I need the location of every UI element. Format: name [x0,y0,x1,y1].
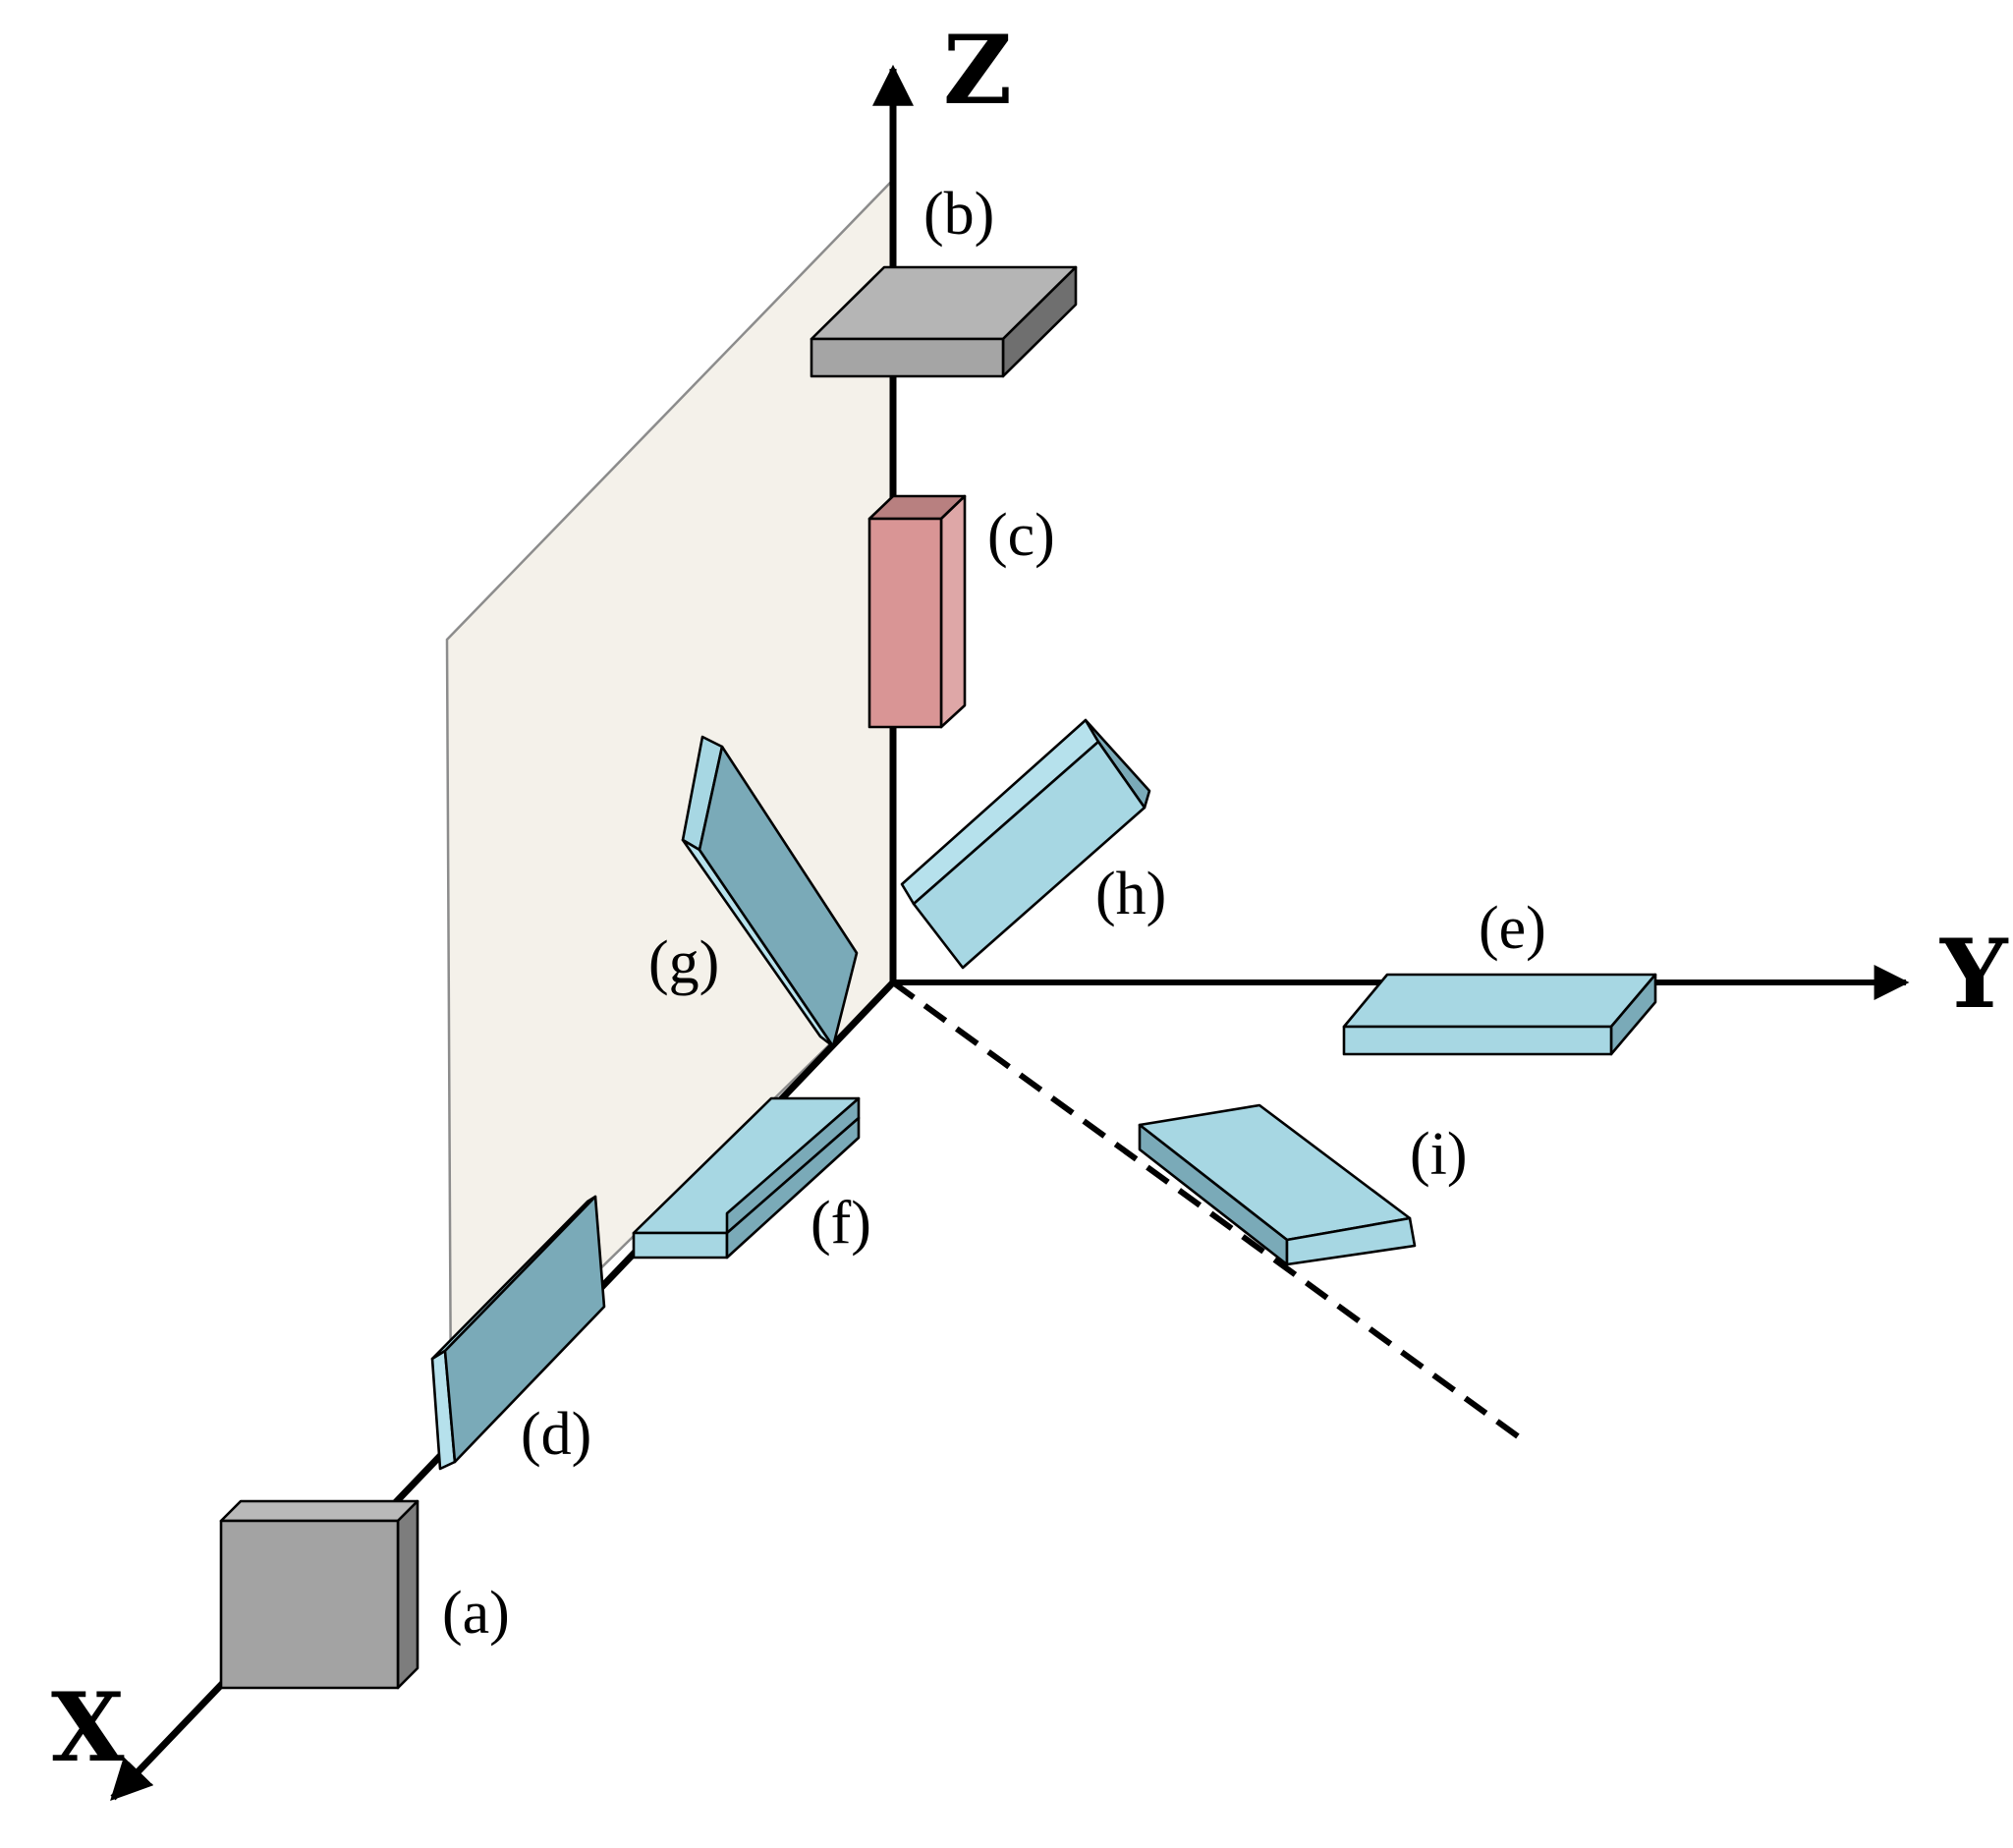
plate-g [681,735,859,1048]
plate-e [1342,973,1657,1056]
block-a [219,1499,419,1690]
z-axis-label: Z [943,15,1012,126]
label-i: (i) [1410,1121,1468,1188]
block-c [867,494,967,729]
label-h: (h) [1095,861,1166,927]
label-g: (g) [648,929,719,996]
plate-h [900,718,1151,970]
plate-i [1138,1103,1417,1266]
slab-b [810,265,1078,378]
label-b: (b) [923,181,994,248]
plate-d [430,1195,606,1471]
x-axis-label: X [51,1672,125,1783]
label-c: (c) [987,502,1055,569]
plate-f [632,1096,861,1260]
label-d: (d) [521,1401,591,1468]
label-e: (e) [1479,895,1546,962]
dashed-diagonal [891,980,1520,1439]
label-a: (a) [442,1580,510,1647]
y-axis-label: Y [1939,919,2009,1030]
label-f: (f) [811,1190,871,1257]
